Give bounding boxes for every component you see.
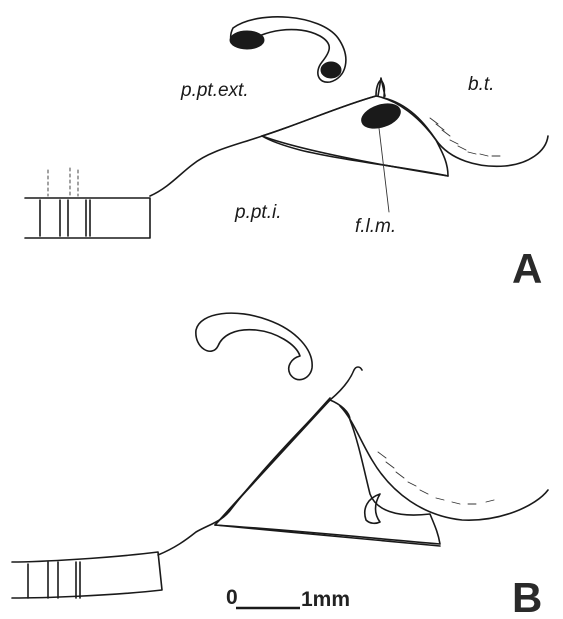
skull-outline-b [158,367,362,555]
tube-b [12,552,162,598]
external-pterygoid-process-b [196,313,312,380]
panel-letter-a: A [512,245,542,292]
scale-bar-unit: 1mm [301,588,350,611]
panel-b: B [12,313,548,619]
external-pterygoid-process-a [230,17,346,82]
label-p-pt-i: p.pt.i. [234,202,281,223]
label-p-pt-ext: p.pt.ext. [180,80,249,101]
panel-a: p.pt.ext. b.t. p.pt.i. f.l.m. A [25,17,548,292]
panel-letter-b: B [512,574,542,619]
internal-pterygoid-plate-b [215,400,440,544]
label-f-l-m: f.l.m. [355,216,396,237]
scale-bar-zero: 0 [226,586,238,609]
scale-bar: 0 1mm [226,586,350,611]
tube-a [25,168,150,238]
label-b-t: b.t. [468,74,494,95]
internal-pterygoid-plate-a [262,96,448,176]
